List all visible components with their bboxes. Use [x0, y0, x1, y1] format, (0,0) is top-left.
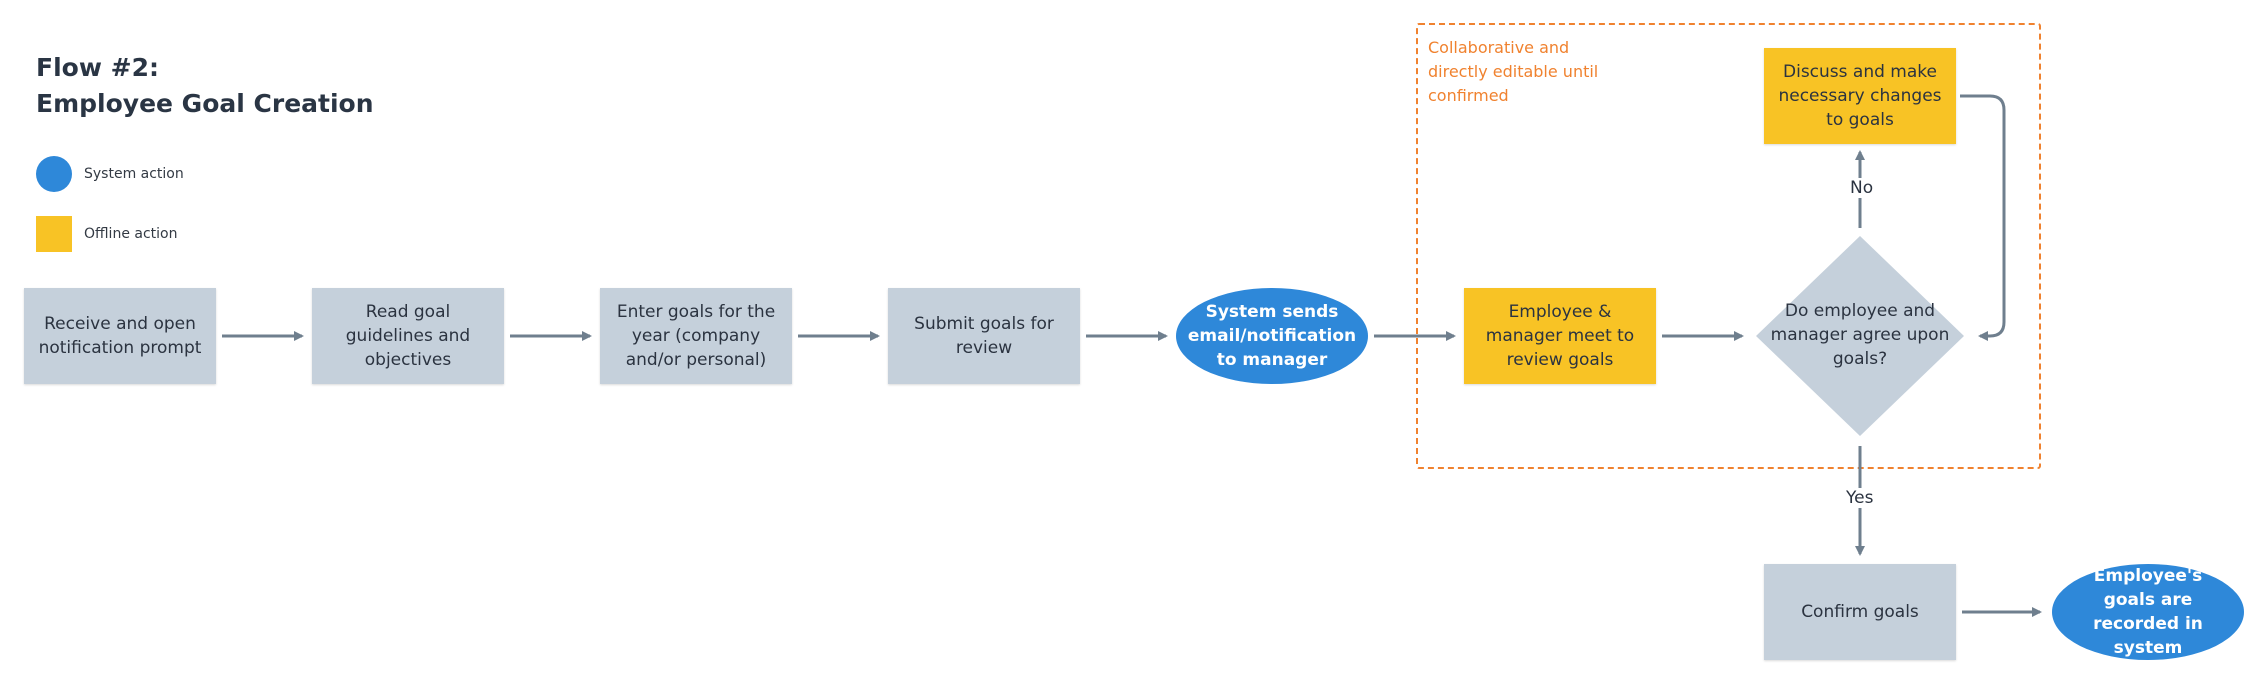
- node-goals-recorded: Employee's goals are recorded in system: [2052, 564, 2244, 660]
- legend-system-label: System action: [84, 166, 184, 182]
- diagram-title: Flow #2: Employee Goal Creation: [36, 50, 374, 122]
- system-action-swatch: [36, 156, 72, 192]
- node-meet-review: Employee & manager meet to review goals: [1464, 288, 1656, 384]
- title-line-2: Employee Goal Creation: [36, 89, 374, 118]
- edge-label-yes: Yes: [1844, 488, 1876, 508]
- node-submit-goals: Submit goals for review: [888, 288, 1080, 384]
- legend-offline: Offline action: [36, 216, 177, 252]
- collaborative-group-label: Collaborative and directly editable unti…: [1428, 38, 1599, 105]
- edge-label-no: No: [1848, 178, 1876, 198]
- legend-offline-label: Offline action: [84, 226, 178, 242]
- node-decision-agree: Do employee and manager agree upon goals…: [1770, 301, 1950, 369]
- node-system-sends-notification: System sends email/notification to manag…: [1176, 288, 1368, 384]
- decision-diamond: [1756, 236, 1964, 436]
- node-confirm-goals: Confirm goals: [1764, 564, 1956, 660]
- node-read-guidelines: Read goal guidelines and objectives: [312, 288, 504, 384]
- node-receive-notification: Receive and open notification prompt: [24, 288, 216, 384]
- arrow-discuss-to-decision: [1960, 94, 2006, 341]
- collaborative-group-border: [1416, 23, 2041, 469]
- offline-action-swatch: [36, 216, 72, 252]
- node-discuss-changes: Discuss and make necessary changes to go…: [1764, 48, 1956, 144]
- node-enter-goals: Enter goals for the year (company and/or…: [600, 288, 792, 384]
- legend-system: System action: [36, 156, 184, 192]
- title-line-1: Flow #2:: [36, 53, 159, 82]
